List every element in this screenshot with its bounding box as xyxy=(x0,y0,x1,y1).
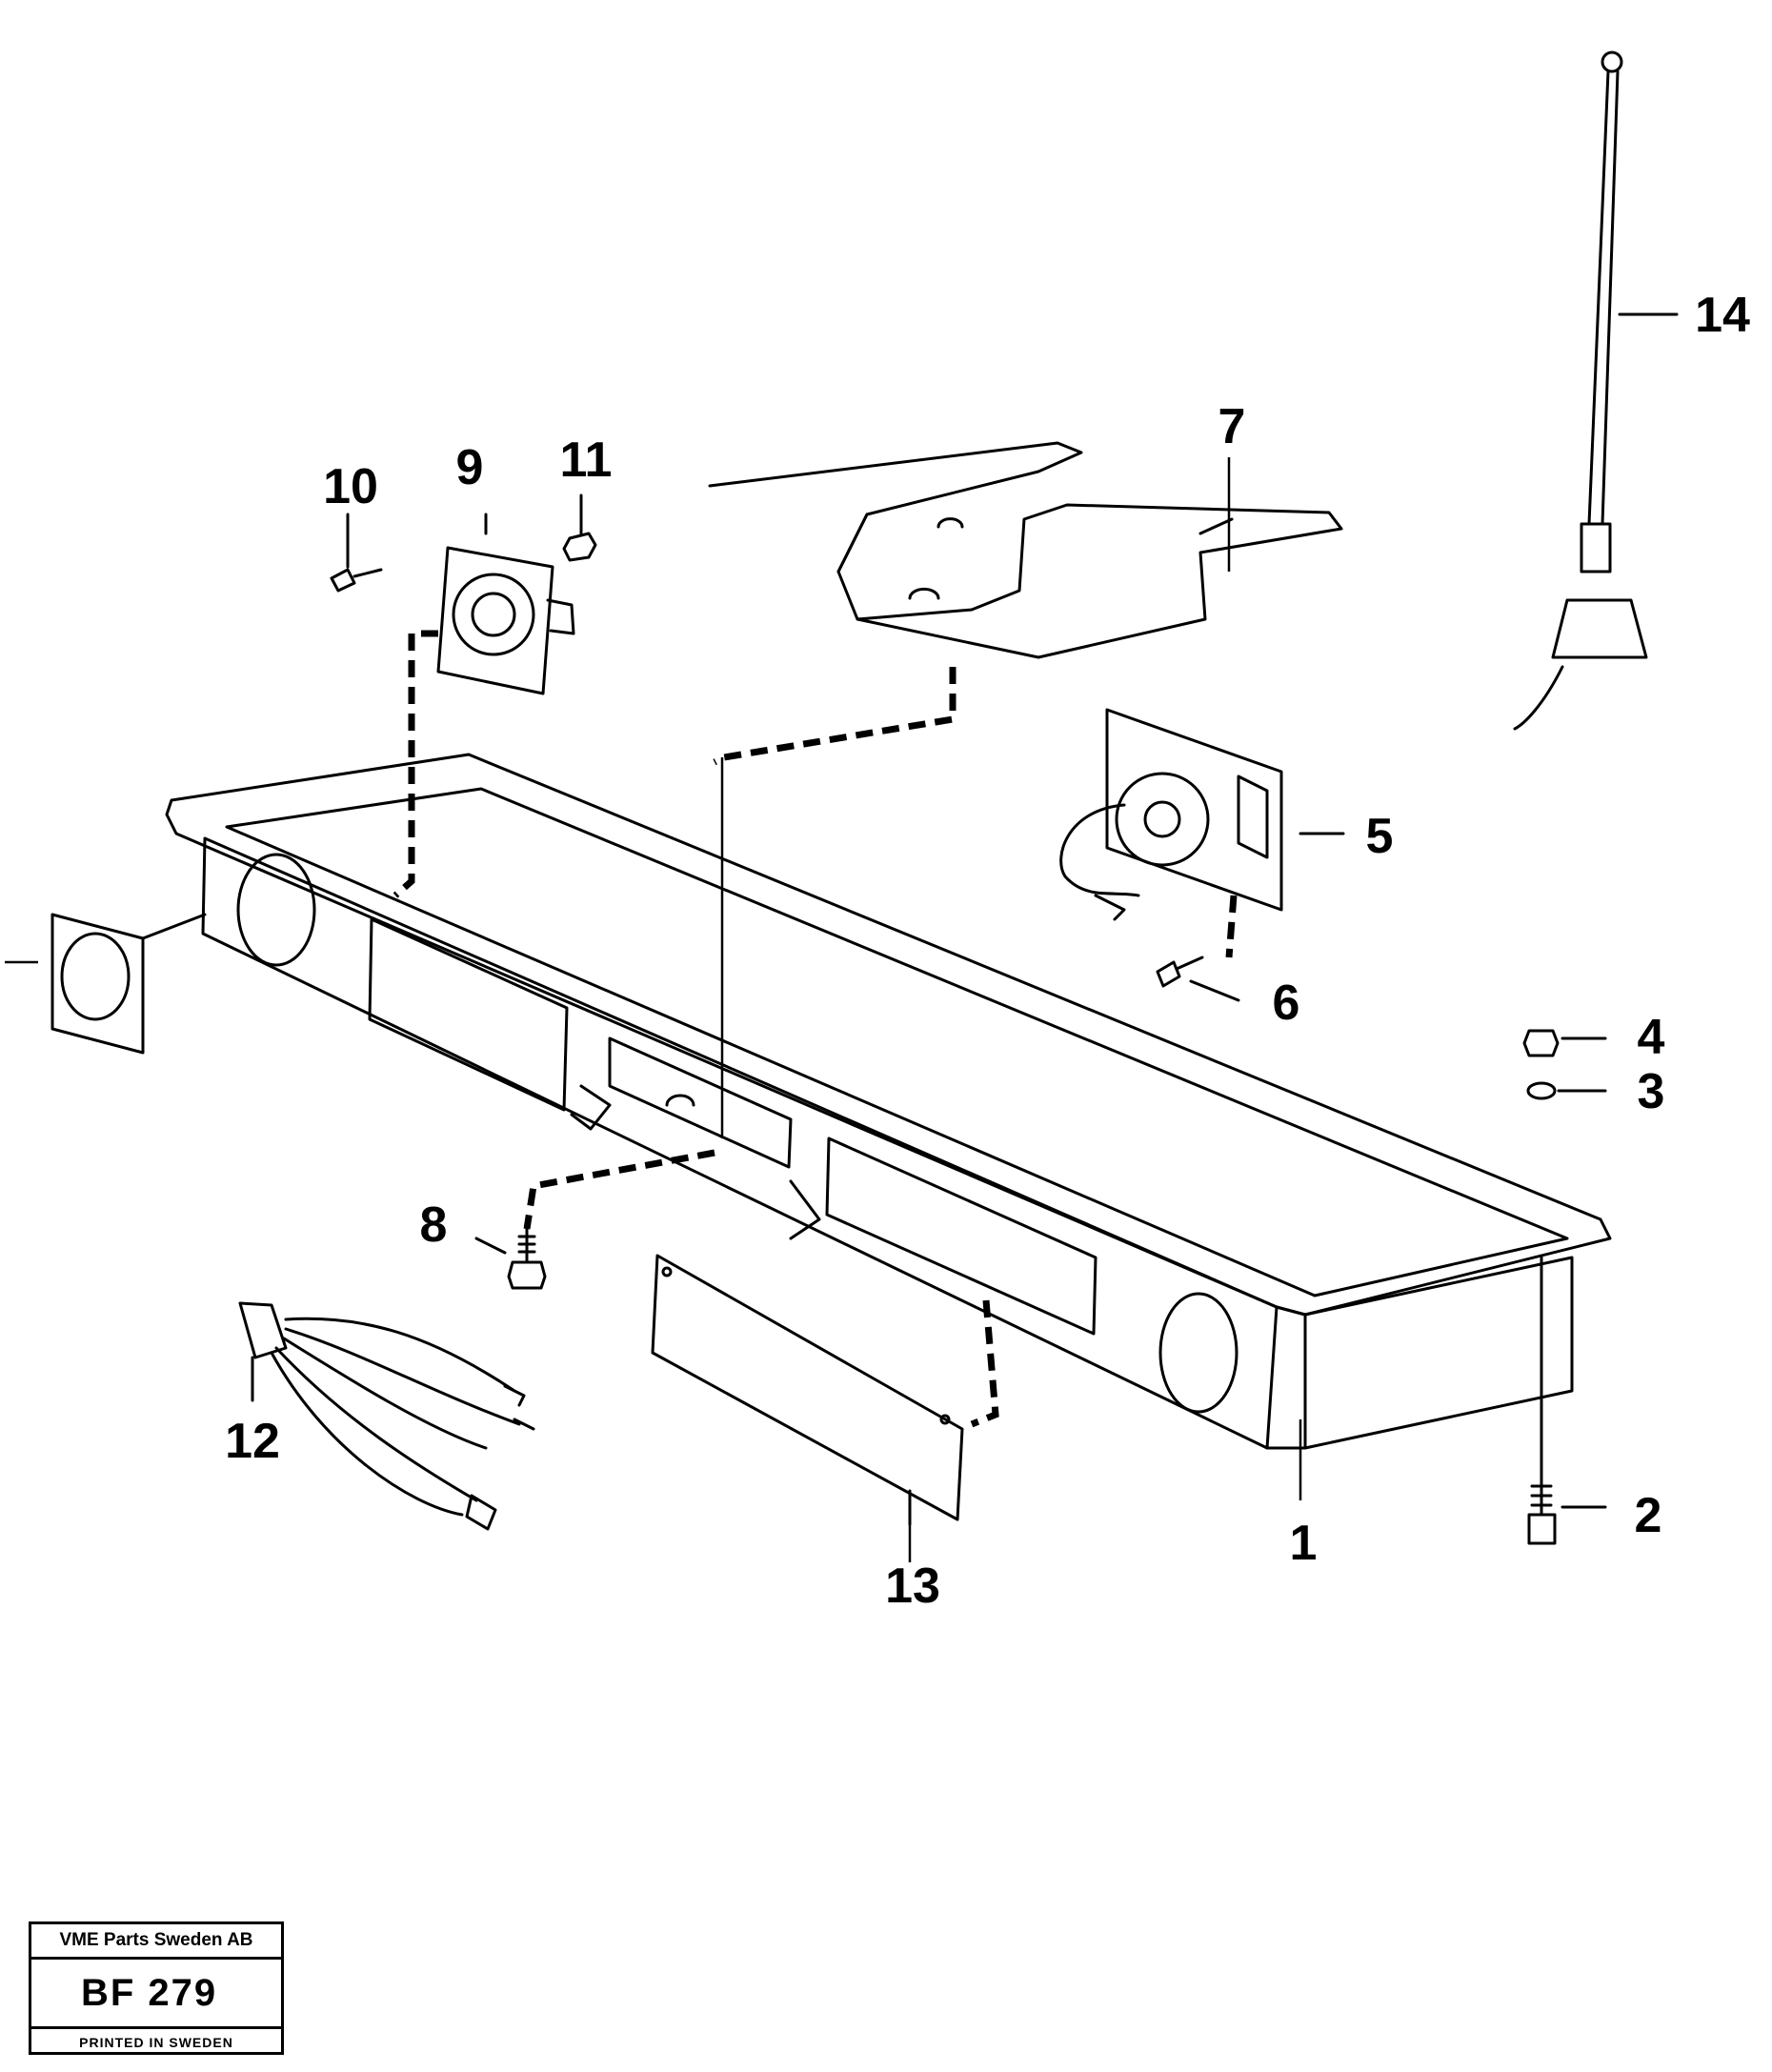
title-block-company: VME Parts Sweden AB xyxy=(31,1924,281,1960)
callout-14: 14 xyxy=(1695,288,1750,343)
callout-6: 6 xyxy=(1273,976,1300,1031)
assembly-line-6 xyxy=(1225,895,1238,958)
speaker-hole-right xyxy=(1158,1292,1238,1414)
assembly-line-7 xyxy=(713,667,956,766)
speaker-grille-left xyxy=(50,913,207,1055)
callout-1: 1 xyxy=(1290,1516,1318,1571)
assembly-line-8 xyxy=(523,1149,715,1230)
wiring-harness-part-12 xyxy=(238,1301,535,1531)
cover-plate-part-13 xyxy=(651,1254,964,1526)
title-block: VME Parts Sweden AB BF 279 PRINTED IN SW… xyxy=(29,1921,284,2055)
title-block-printed: PRINTED IN SWEDEN xyxy=(79,2034,233,2050)
screw-part-6 xyxy=(1156,956,1240,1002)
callout-11: 11 xyxy=(560,433,613,488)
callout-4: 4 xyxy=(1638,1010,1665,1065)
speaker-hole-left xyxy=(236,853,316,967)
callout-12: 12 xyxy=(225,1414,280,1469)
callout-9: 9 xyxy=(456,440,484,495)
nut-part-4 xyxy=(1522,1029,1607,1057)
callout-8: 8 xyxy=(420,1197,448,1253)
screw-part-10 xyxy=(330,513,383,593)
callout-5: 5 xyxy=(1366,809,1394,864)
washer-part-3 xyxy=(1526,1081,1607,1100)
antenna-part-14 xyxy=(1513,50,1679,731)
nut-part-11 xyxy=(562,493,597,562)
bolt-part-2 xyxy=(1527,1256,1607,1545)
loudspeaker-part-9 xyxy=(436,513,575,695)
assembly-line-13 xyxy=(970,1299,999,1428)
callout-13: 13 xyxy=(885,1559,940,1614)
bracket-part-7 xyxy=(708,441,1343,659)
callout-10: 10 xyxy=(323,459,378,514)
assembly-line-9 xyxy=(393,630,438,898)
callout-2: 2 xyxy=(1635,1488,1662,1543)
screw-part-8 xyxy=(474,1227,547,1290)
loudspeaker-plate-part-5 xyxy=(1059,708,1345,921)
callout-7: 7 xyxy=(1218,399,1246,454)
callout-3: 3 xyxy=(1638,1064,1665,1119)
title-block-code: BF 279 xyxy=(31,1960,281,2029)
console-housing xyxy=(165,753,1612,1450)
